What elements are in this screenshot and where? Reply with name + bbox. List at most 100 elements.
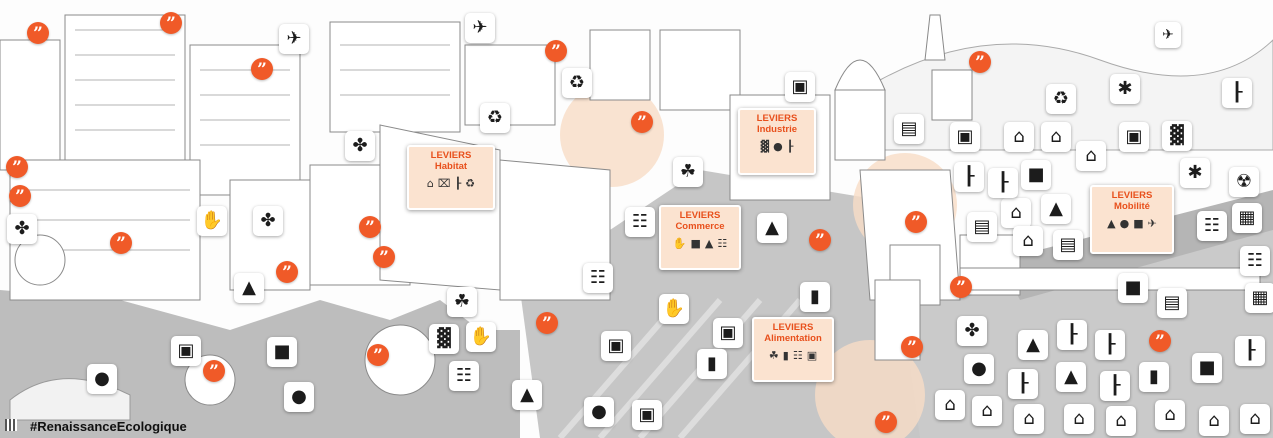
quote-pin-21[interactable]: ” <box>875 411 897 433</box>
quote-pin-20[interactable]: ” <box>1149 330 1171 352</box>
truck-icon[interactable]: ■ <box>1118 273 1148 303</box>
server-rack-icon[interactable]: ☷ <box>449 361 479 391</box>
quote-pin-15[interactable]: ” <box>950 276 972 298</box>
solar-panel-icon[interactable]: ▦ <box>1245 283 1273 313</box>
house-icon[interactable]: ⌂ <box>1240 404 1270 434</box>
recycle-icon[interactable]: ♻ <box>480 103 510 133</box>
quote-pin-9[interactable]: ” <box>110 232 132 254</box>
appliance-icon[interactable]: ▣ <box>1119 122 1149 152</box>
recycle-icon[interactable]: ♻ <box>1046 84 1076 114</box>
pump-icon[interactable]: ▤ <box>894 114 924 144</box>
plane-icon[interactable]: ✈ <box>1155 22 1181 48</box>
bbq-icon[interactable]: ▣ <box>632 400 662 430</box>
house-icon[interactable]: ⌂ <box>1076 141 1106 171</box>
quote-pin-11[interactable]: ” <box>373 246 395 268</box>
quote-pin-8[interactable]: ” <box>9 185 31 207</box>
lever-card-industrie[interactable]: LEVIERS Industrie ▓●┠ <box>738 108 816 175</box>
crane-icon[interactable]: ┠ <box>1222 78 1252 108</box>
quote-pin-6[interactable]: ” <box>969 51 991 73</box>
pump-icon[interactable]: ▤ <box>1053 230 1083 260</box>
quote-pin-18[interactable]: ” <box>203 360 225 382</box>
scooter-icon[interactable]: ● <box>964 354 994 384</box>
truck-icon[interactable]: ■ <box>1021 160 1051 190</box>
quote-pin-19[interactable]: ” <box>901 336 923 358</box>
lever-card-alimentation[interactable]: LEVIERS Alimentation ☘▮☷▣ <box>752 317 834 382</box>
car-icon[interactable]: ▲ <box>512 380 542 410</box>
crane-icon[interactable]: ┠ <box>1100 371 1130 401</box>
drone-icon[interactable]: ✤ <box>345 131 375 161</box>
lever-card-commerce[interactable]: LEVIERS Commerce ✋■▲☷ <box>659 205 741 270</box>
scooter-icon[interactable]: ● <box>87 364 117 394</box>
lever-card-habitat[interactable]: LEVIERS Habitat ⌂⌧┠♻ <box>407 145 495 210</box>
crane-icon[interactable]: ┠ <box>954 162 984 192</box>
nuclear-icon[interactable]: ☢ <box>1229 167 1259 197</box>
house-icon[interactable]: ⌂ <box>1014 404 1044 434</box>
plane-icon[interactable]: ✈ <box>465 13 495 43</box>
car-icon[interactable]: ▲ <box>757 213 787 243</box>
pump-icon[interactable]: ▤ <box>1157 288 1187 318</box>
fridge-icon[interactable]: ▮ <box>1139 362 1169 392</box>
car-icon[interactable]: ▲ <box>1018 330 1048 360</box>
quote-pin-2[interactable]: ” <box>160 12 182 34</box>
lever-card-mobilite[interactable]: LEVIERS Mobilité ▲●■✈ <box>1090 185 1174 254</box>
drone-icon[interactable]: ✤ <box>253 206 283 236</box>
crane-icon[interactable]: ┠ <box>1235 336 1265 366</box>
factory-icon[interactable]: ▓ <box>1162 121 1192 151</box>
wind-turbine-icon[interactable]: ✱ <box>1180 158 1210 188</box>
truck-icon[interactable]: ■ <box>1192 353 1222 383</box>
quote-pin-16[interactable]: ” <box>536 312 558 334</box>
drone-icon[interactable]: ✤ <box>957 316 987 346</box>
appliance-icon[interactable]: ▣ <box>950 122 980 152</box>
house-icon[interactable]: ⌂ <box>1155 400 1185 430</box>
quote-pin-12[interactable]: ” <box>276 261 298 283</box>
handshake-icon[interactable]: ✋ <box>197 206 227 236</box>
drone-icon[interactable]: ✤ <box>7 214 37 244</box>
house-icon[interactable]: ⌂ <box>1041 122 1071 152</box>
washer-icon[interactable]: ▣ <box>601 331 631 361</box>
server-rack-icon[interactable]: ☷ <box>583 263 613 293</box>
quote-pin-4[interactable]: ” <box>545 40 567 62</box>
car-icon[interactable]: ▲ <box>1041 194 1071 224</box>
quote-pin-1[interactable]: ” <box>27 22 49 44</box>
server-rack-icon[interactable]: ☷ <box>625 207 655 237</box>
recycle-icon[interactable]: ♻ <box>562 68 592 98</box>
house-icon[interactable]: ⌂ <box>1106 406 1136 436</box>
fridge-icon[interactable]: ▮ <box>697 349 727 379</box>
pump-icon[interactable]: ▤ <box>967 212 997 242</box>
crane-icon[interactable]: ┠ <box>1057 320 1087 350</box>
crane-icon[interactable]: ┠ <box>1095 330 1125 360</box>
scooter-icon[interactable]: ● <box>584 397 614 427</box>
house-icon[interactable]: ⌂ <box>935 390 965 420</box>
house-icon[interactable]: ⌂ <box>1001 198 1031 228</box>
washer-icon[interactable]: ▣ <box>171 336 201 366</box>
car-icon[interactable]: ▲ <box>1056 362 1086 392</box>
handshake-icon[interactable]: ✋ <box>466 322 496 352</box>
plane-icon[interactable]: ✈ <box>279 24 309 54</box>
house-icon[interactable]: ⌂ <box>1004 122 1034 152</box>
quote-pin-3[interactable]: ” <box>251 58 273 80</box>
scooter-icon[interactable]: ● <box>284 382 314 412</box>
house-icon[interactable]: ⌂ <box>1199 406 1229 436</box>
appliance-icon[interactable]: ▣ <box>785 72 815 102</box>
house-icon[interactable]: ⌂ <box>1013 226 1043 256</box>
quote-pin-5[interactable]: ” <box>631 111 653 133</box>
solar-panel-icon[interactable]: ▦ <box>1232 203 1262 233</box>
truck-icon[interactable]: ■ <box>267 337 297 367</box>
server-rack-icon[interactable]: ☷ <box>1240 246 1270 276</box>
leaf-globe-icon[interactable]: ☘ <box>673 157 703 187</box>
quote-pin-14[interactable]: ” <box>809 229 831 251</box>
crane-icon[interactable]: ┠ <box>988 168 1018 198</box>
quote-pin-7[interactable]: ” <box>6 156 28 178</box>
server-rack-icon[interactable]: ☷ <box>1197 211 1227 241</box>
house-icon[interactable]: ⌂ <box>972 396 1002 426</box>
house-icon[interactable]: ⌂ <box>1064 404 1094 434</box>
washer-icon[interactable]: ▣ <box>713 318 743 348</box>
fridge-icon[interactable]: ▮ <box>800 282 830 312</box>
quote-pin-17[interactable]: ” <box>367 344 389 366</box>
handshake-icon[interactable]: ✋ <box>659 294 689 324</box>
wind-turbine-icon[interactable]: ✱ <box>1110 74 1140 104</box>
crane-icon[interactable]: ┠ <box>1008 369 1038 399</box>
car-icon[interactable]: ▲ <box>234 273 264 303</box>
quote-pin-10[interactable]: ” <box>359 216 381 238</box>
quote-pin-13[interactable]: ” <box>905 211 927 233</box>
